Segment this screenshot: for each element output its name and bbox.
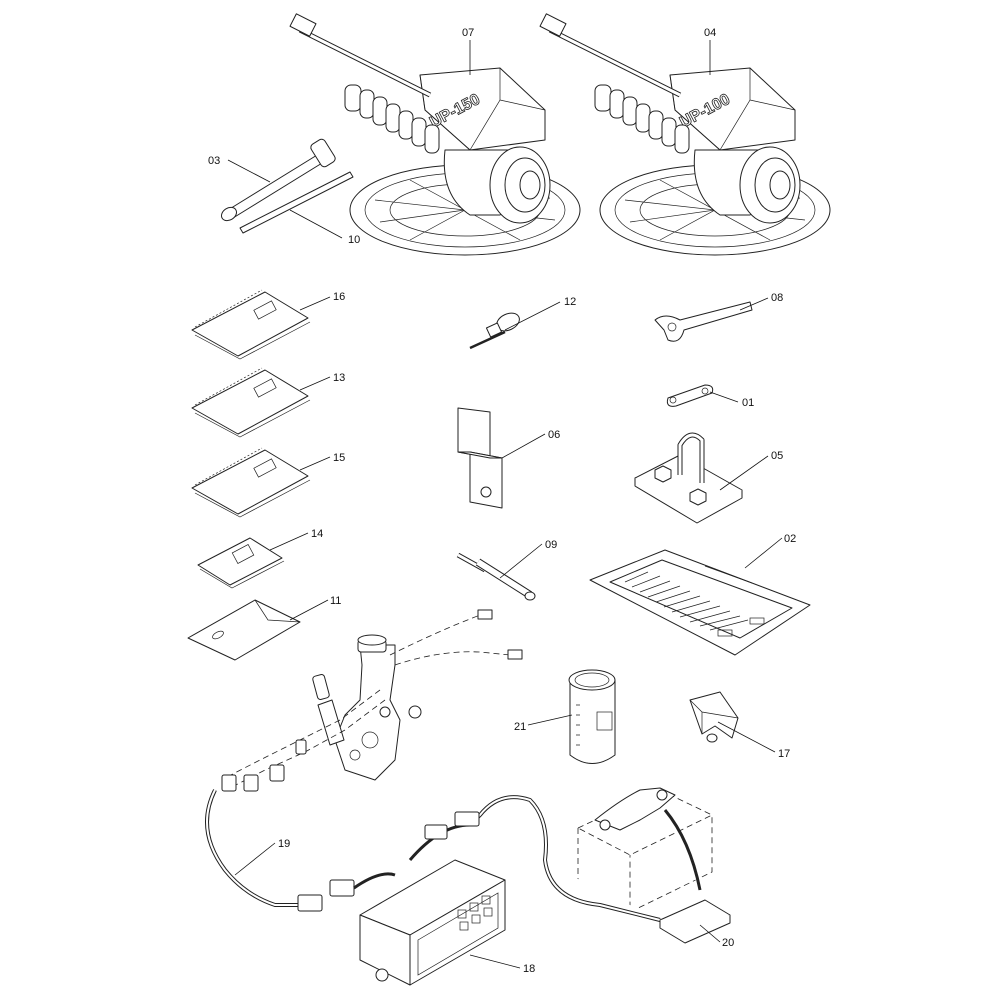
manual-part-15 xyxy=(191,447,311,518)
part-number-labels: 07 04 03 10 16 12 08 13 01 06 05 15 14 0… xyxy=(208,27,796,975)
t-handle-part-09 xyxy=(456,552,536,601)
part-label-16: 16 xyxy=(333,291,345,303)
booklet-part-14 xyxy=(197,537,285,589)
manual-part-13 xyxy=(191,367,311,438)
angle-plate-part-06 xyxy=(457,407,503,509)
pump-valve-assembly xyxy=(312,634,422,781)
part-label-07: 07 xyxy=(462,27,474,39)
part-label-17: 17 xyxy=(778,748,790,760)
water-cannon-part-04: UP-100 xyxy=(539,13,831,256)
cable-part-20 xyxy=(454,795,731,944)
part-label-05: 05 xyxy=(771,450,783,462)
part-label-06: 06 xyxy=(548,429,560,441)
part-label-13: 13 xyxy=(333,372,345,384)
envelope-part-11 xyxy=(187,599,301,661)
tool-set-part-02 xyxy=(589,549,811,656)
control-box-part-18 xyxy=(359,823,506,986)
part-label-14: 14 xyxy=(311,528,323,540)
part-label-11: 11 xyxy=(330,595,341,607)
part-label-10: 10 xyxy=(348,234,360,246)
part-label-15: 15 xyxy=(333,452,345,464)
box-wrench-part-03 xyxy=(221,138,336,222)
container-part-21 xyxy=(568,669,616,764)
part-label-20: 20 xyxy=(722,937,734,949)
part-label-08: 08 xyxy=(771,292,783,304)
part-label-21: 21 xyxy=(514,721,526,733)
rod-part-10 xyxy=(239,171,354,234)
water-cannon-part-07: UP-150 xyxy=(289,13,581,256)
part-label-18: 18 xyxy=(523,963,535,975)
part-label-02: 02 xyxy=(784,533,796,545)
part-label-19: 19 xyxy=(278,838,290,850)
part-label-09: 09 xyxy=(545,539,557,551)
scoop-part-17 xyxy=(689,691,739,743)
part-label-01: 01 xyxy=(742,397,754,409)
part-label-03: 03 xyxy=(208,155,220,167)
battery xyxy=(577,787,713,913)
part-label-12: 12 xyxy=(564,296,576,308)
wiring-harness-part-19 xyxy=(205,609,523,912)
pin-part-12 xyxy=(469,312,520,350)
base-plate-part-05 xyxy=(634,432,743,524)
spanner-part-08 xyxy=(654,301,753,342)
part-label-04: 04 xyxy=(704,27,716,39)
manual-part-16 xyxy=(191,289,311,360)
bracket-part-01 xyxy=(666,384,714,407)
leader-lines xyxy=(227,40,783,969)
